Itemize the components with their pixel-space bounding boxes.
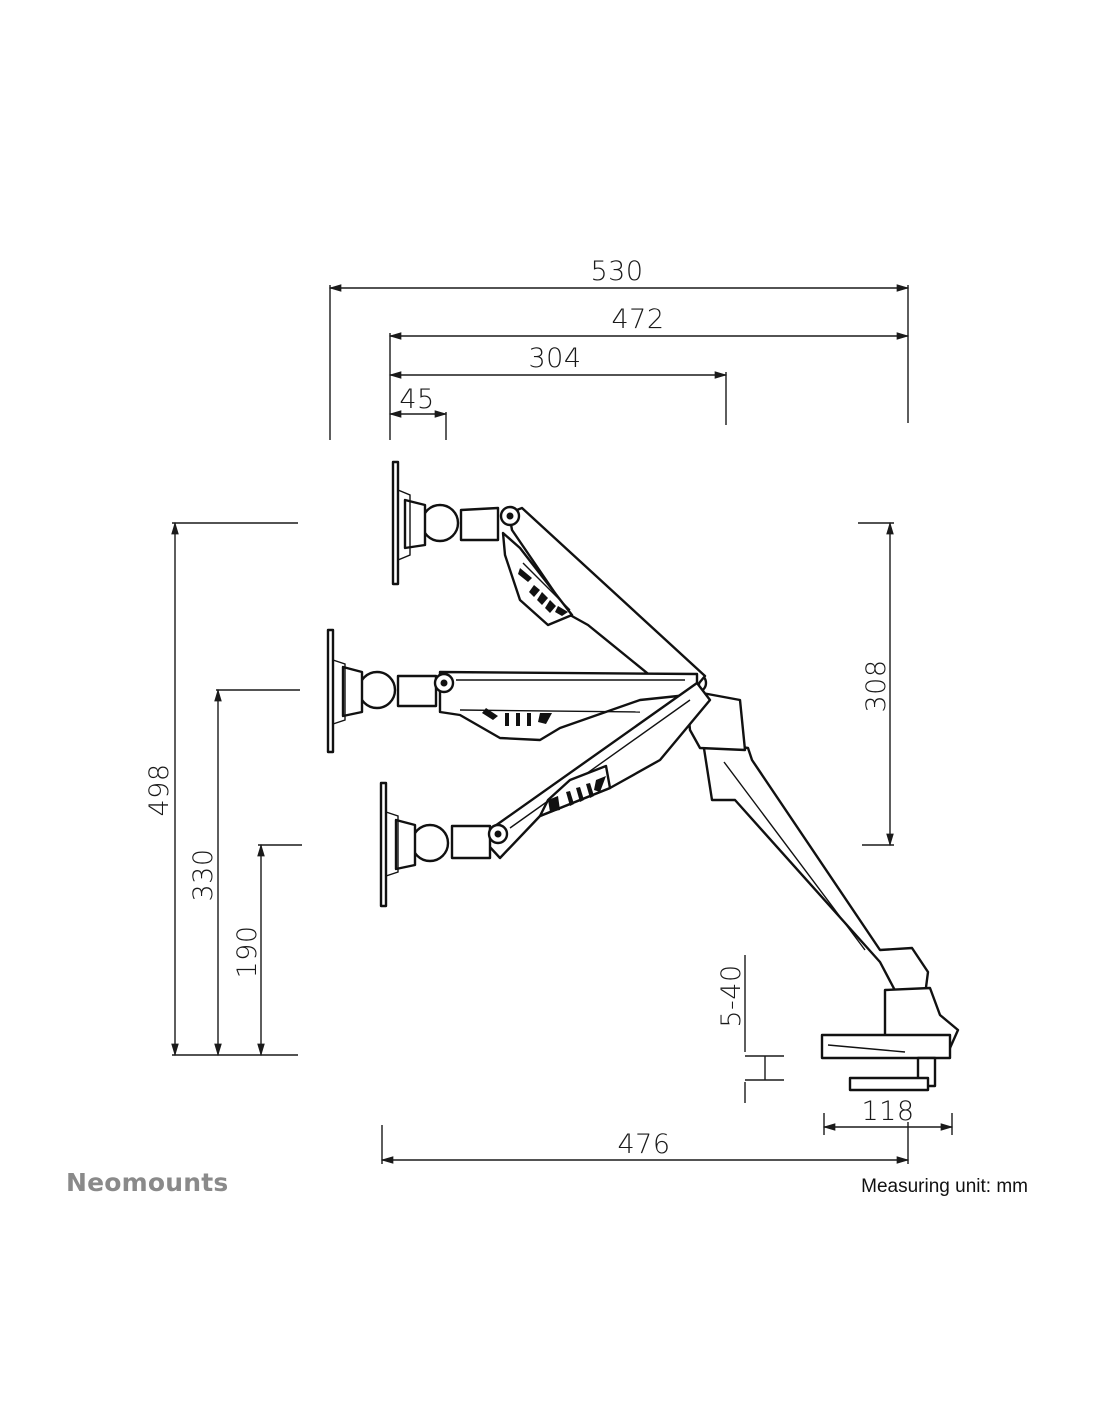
dim-530: 530 [328, 256, 910, 440]
label-330: 330 [188, 848, 219, 901]
label-308: 308 [861, 659, 892, 712]
label-476: 476 [617, 1129, 670, 1160]
label-530: 530 [590, 256, 643, 287]
label-472: 472 [611, 304, 664, 335]
dim-5-40: 5-40 [716, 955, 784, 1103]
label-304: 304 [528, 343, 581, 374]
arm-position-upper [391, 460, 707, 696]
monitor-arm-illustration [326, 460, 960, 1092]
dim-308: 308 [858, 521, 894, 847]
dim-118: 118 [822, 1096, 954, 1135]
dim-190: 190 [232, 843, 302, 1057]
dim-498: 498 [144, 521, 298, 1057]
dim-304: 304 [388, 343, 728, 425]
dim-476: 476 [380, 1122, 910, 1164]
label-5-40: 5-40 [716, 964, 747, 1027]
label-45: 45 [399, 384, 434, 415]
dim-330: 330 [188, 688, 300, 1057]
arm-position-lower [379, 681, 712, 908]
dim-472: 472 [388, 304, 910, 440]
dim-45: 45 [388, 384, 448, 440]
label-190: 190 [232, 925, 263, 978]
measuring-unit-note: Measuring unit: mm [861, 1176, 1028, 1197]
brand-logo-text: Neomounts [66, 1168, 229, 1197]
label-118: 118 [861, 1096, 914, 1127]
label-498: 498 [144, 763, 175, 816]
